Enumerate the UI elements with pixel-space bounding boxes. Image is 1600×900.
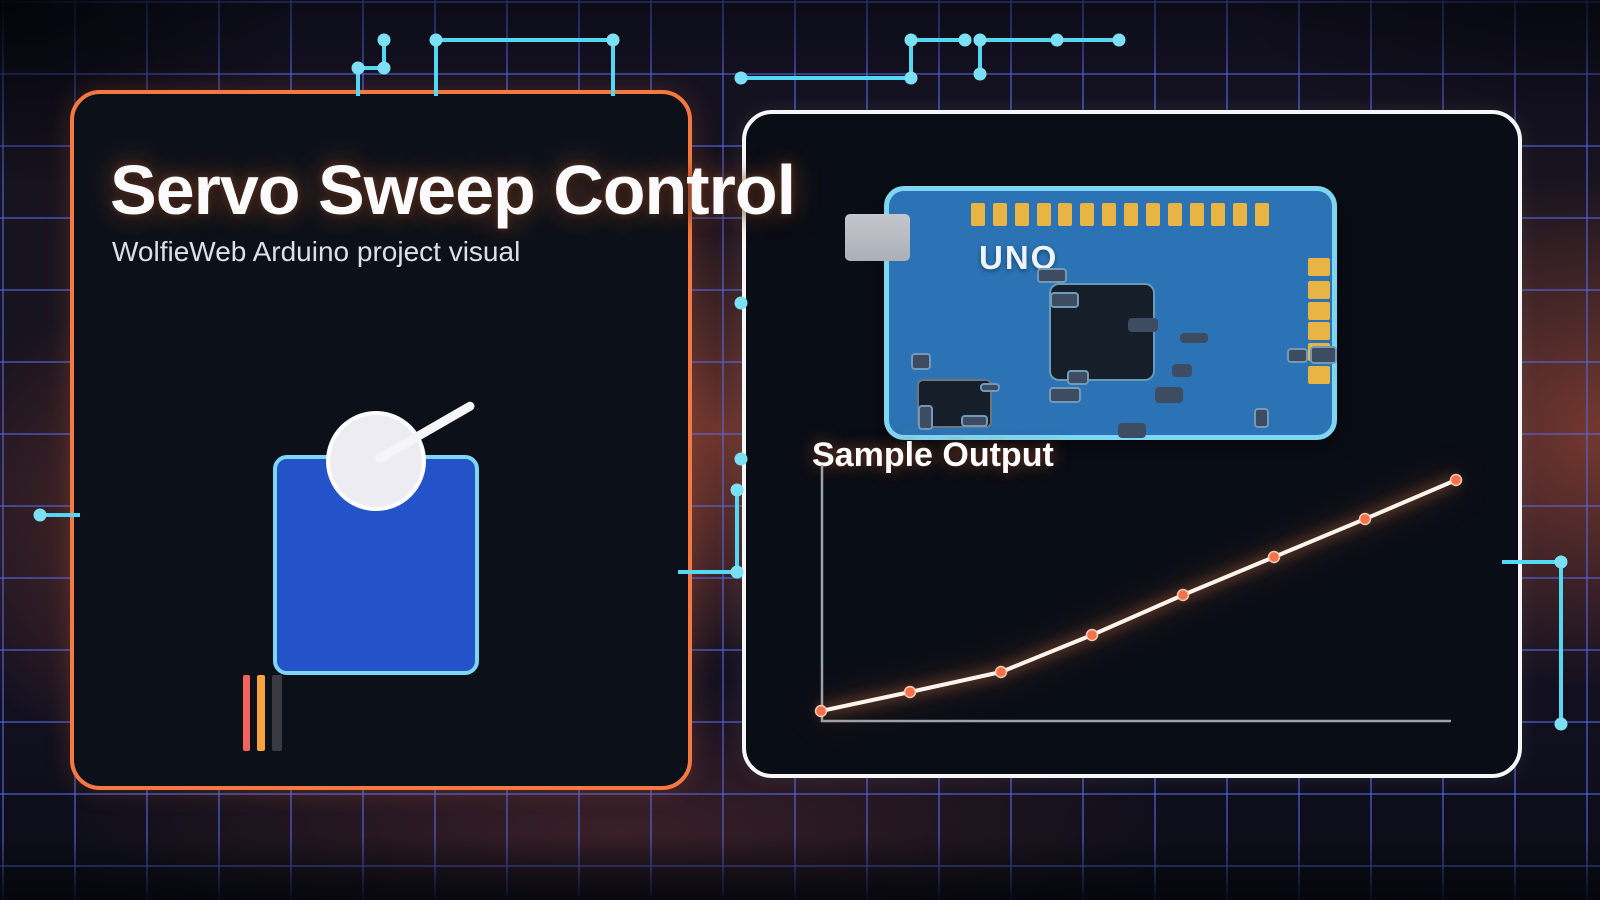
smd-component [918,405,933,430]
header-pin [1058,203,1073,226]
smd-component [961,415,988,427]
trace-node [973,67,987,81]
trace-node [377,61,391,75]
header-pin [1123,203,1138,226]
smd-component [1254,408,1269,428]
smd-component [1155,387,1183,403]
trace-node [958,33,972,47]
trace-line [978,38,1119,74]
trace-node [1554,555,1568,569]
smd-component [1037,268,1067,283]
servo-panel [70,90,692,790]
smd-component [1180,333,1208,343]
servo-wire-red [243,675,250,751]
header-pin [1211,203,1226,226]
trace-node [606,33,620,47]
header-pin [1308,302,1330,320]
trace-line [1502,560,1563,724]
smd-component [911,353,931,370]
smd-component [980,383,1000,392]
trace-node [33,508,47,522]
smd-component [1172,364,1192,377]
smd-component [1067,370,1089,385]
header-pin [1308,322,1330,340]
smd-component [1118,423,1146,438]
header-pin [1308,281,1330,299]
usb-connector [845,214,910,261]
trace-node [351,61,365,75]
header-pin [1080,203,1095,226]
smd-component [1128,318,1158,332]
header-pin [1014,203,1029,226]
trace-line [678,490,739,574]
header-pin [1308,366,1330,384]
trace-node [1112,33,1126,47]
smd-component [1049,387,1081,403]
header-pin [1036,203,1051,226]
trace-node [1050,33,1064,47]
trace-node [973,33,987,47]
servo-wire-orange [257,675,265,751]
trace-node [377,33,391,47]
header-pin [1167,203,1182,226]
trace-node [734,452,748,466]
trace-node [904,71,918,85]
smd-component [1050,292,1079,308]
header-pin [1233,203,1248,226]
trace-line [741,38,965,80]
trace-node [734,296,748,310]
trace-node [730,483,744,497]
trace-line [356,40,386,96]
header-pin [1308,258,1330,276]
header-pin [971,203,985,226]
trace-node [734,71,748,85]
header-pin [1102,203,1117,226]
header-pin [1189,203,1204,226]
trace-node [730,565,744,579]
trace-node [904,33,918,47]
header-pin [1145,203,1160,226]
servo-wire-dark [272,675,282,751]
smd-component [1310,346,1337,364]
arduino-board: UNO [884,186,1337,440]
trace-node [429,33,443,47]
header-pin [992,203,1007,226]
smd-component [1287,348,1308,363]
trace-node [1554,717,1568,731]
header-pin [1255,203,1270,226]
